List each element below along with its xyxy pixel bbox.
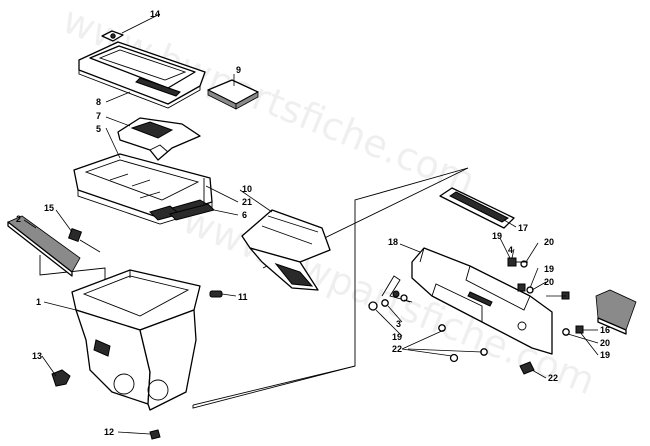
callout-8: 8 bbox=[96, 97, 101, 107]
callout-3: 3 bbox=[396, 319, 401, 329]
part-10-duct bbox=[241, 209, 331, 291]
callout-19-a: 19 bbox=[492, 231, 502, 241]
part-11-clip bbox=[209, 290, 223, 298]
callout-21: 21 bbox=[242, 197, 252, 207]
washer-19-d bbox=[381, 299, 389, 307]
callout-20-b: 20 bbox=[544, 277, 554, 287]
part-5-airbox-tray bbox=[73, 153, 213, 225]
nut-22-b bbox=[449, 353, 459, 363]
washer-19-a bbox=[520, 260, 528, 268]
part-17-gasket bbox=[439, 187, 515, 229]
callout-2: 2 bbox=[16, 214, 21, 224]
callout-13: 13 bbox=[32, 351, 42, 361]
washer-22-a bbox=[438, 324, 446, 332]
callout-19-c: 19 bbox=[392, 332, 402, 342]
part-1-airbox bbox=[71, 269, 201, 411]
callout-17: 17 bbox=[518, 223, 528, 233]
bolt-4-head bbox=[507, 257, 517, 267]
part-3-bracket bbox=[381, 275, 413, 303]
part-2-foam-filter bbox=[7, 215, 81, 277]
hardware bbox=[368, 257, 584, 375]
callout-18: 18 bbox=[388, 237, 398, 247]
callout-16: 16 bbox=[600, 325, 610, 335]
part-12-drain bbox=[149, 429, 161, 440]
callout-5: 5 bbox=[96, 124, 101, 134]
nut-19-c bbox=[368, 301, 378, 311]
part-18-silencer bbox=[411, 247, 553, 355]
part-7-outlet-boot bbox=[117, 117, 201, 161]
callout-12: 12 bbox=[104, 427, 114, 437]
callout-11: 11 bbox=[238, 292, 248, 302]
callout-6: 6 bbox=[242, 210, 247, 220]
nut-22-d bbox=[519, 361, 535, 375]
washer-20-c bbox=[562, 328, 570, 336]
leader-lines bbox=[23, 13, 599, 435]
washer-3 bbox=[400, 294, 408, 302]
callout-4: 4 bbox=[508, 245, 513, 255]
part-9-filter-pad bbox=[207, 79, 259, 110]
callout-15: 15 bbox=[44, 203, 54, 213]
callout-7: 7 bbox=[96, 111, 101, 121]
callout-9: 9 bbox=[236, 65, 241, 75]
callout-1: 1 bbox=[36, 297, 41, 307]
callout-labels: 14 9 8 7 5 10 21 6 15 2 11 1 13 12 17 18… bbox=[16, 9, 610, 437]
callout-19-b: 19 bbox=[544, 264, 554, 274]
callout-22-a: 22 bbox=[392, 344, 402, 354]
callout-19-d: 19 bbox=[600, 350, 610, 360]
part-15-bolt bbox=[67, 227, 101, 253]
bolt-19-e bbox=[575, 325, 584, 334]
lower-connection-line bbox=[192, 365, 356, 406]
callout-22-b: 22 bbox=[548, 373, 558, 383]
callout-20-c: 20 bbox=[600, 338, 610, 348]
bolt-19-b bbox=[561, 291, 570, 300]
part-16-rear-filter bbox=[595, 289, 637, 335]
bolt-20-b bbox=[517, 283, 526, 292]
part-14-cap bbox=[101, 30, 124, 42]
part-13-grommet bbox=[51, 369, 71, 387]
callout-10: 10 bbox=[242, 184, 252, 194]
callout-14: 14 bbox=[150, 9, 160, 19]
callout-20-a: 20 bbox=[544, 237, 554, 247]
part-8-airbox-lid bbox=[78, 41, 206, 109]
